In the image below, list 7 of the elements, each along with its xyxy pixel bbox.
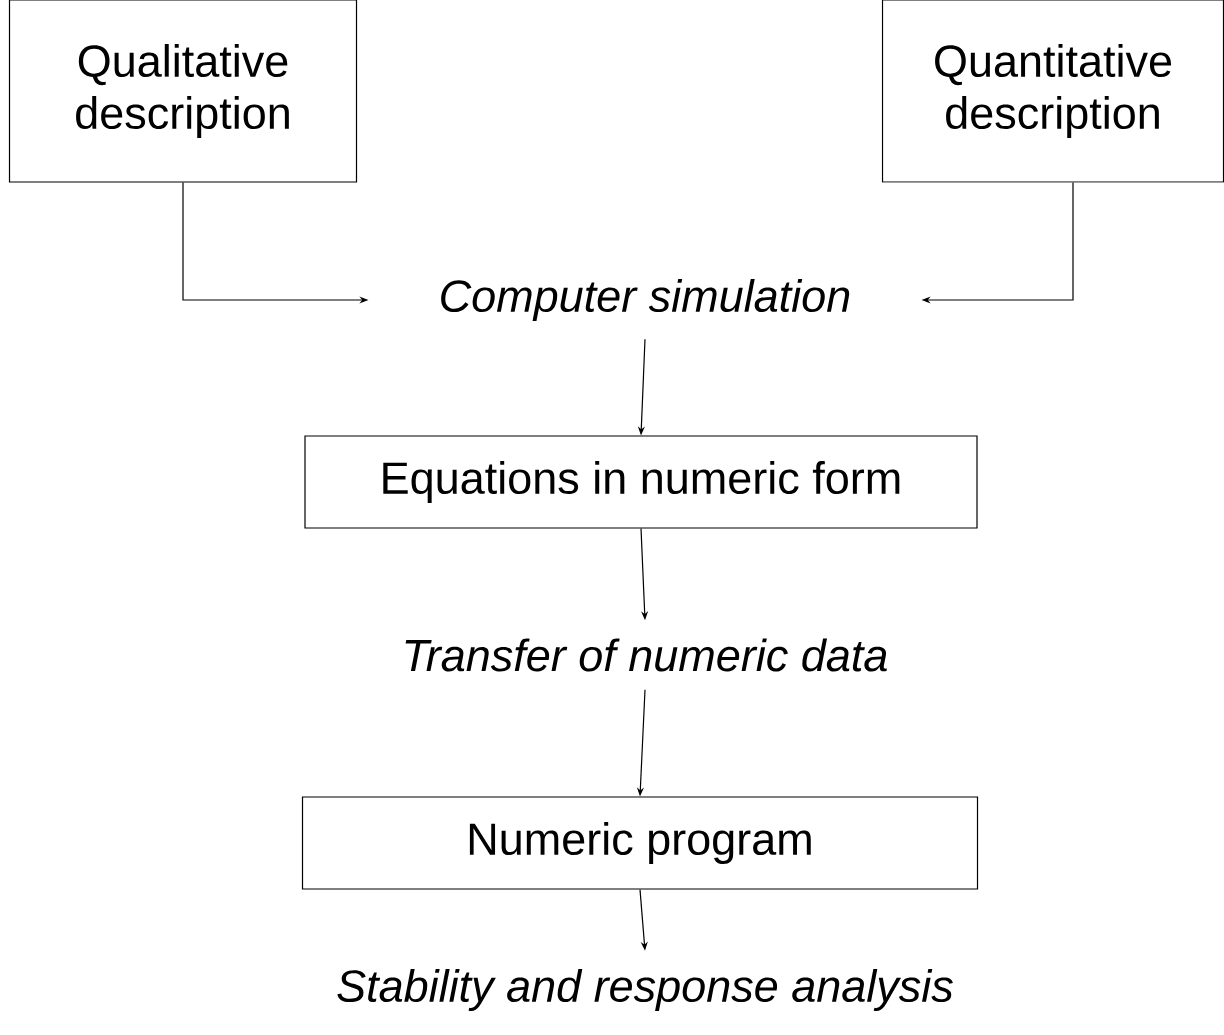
process-box: Qualitative description	[8, 0, 358, 183]
process-box: Equations in numeric form	[304, 435, 978, 529]
process-box: Quantitative description	[881, 0, 1224, 183]
step-label: Stability and response analysis	[337, 969, 953, 1011]
process-box: Numeric program	[301, 796, 979, 890]
step-label: Transfer of numeric data	[405, 638, 887, 672]
step-label: Computer simulation	[441, 279, 850, 321]
